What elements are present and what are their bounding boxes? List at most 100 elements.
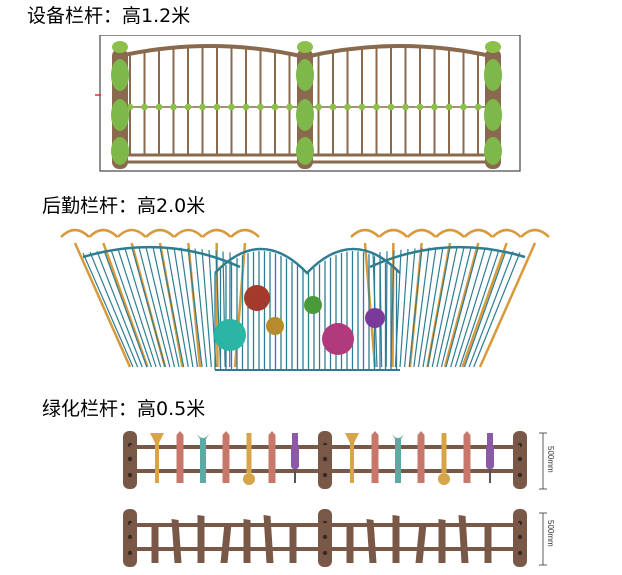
baluster-bead xyxy=(213,103,221,111)
picket xyxy=(220,523,232,563)
dimension-label-lower: 500mm xyxy=(546,520,555,547)
fan-cap xyxy=(378,228,409,238)
tool-spoon-bowl xyxy=(243,473,255,485)
fan-thin-bar xyxy=(82,252,134,368)
fan-thin-bar xyxy=(103,250,148,368)
post-bolt xyxy=(322,534,328,540)
fan-thin-bar xyxy=(445,247,479,368)
green-railing-figure xyxy=(123,431,547,567)
fan-thin-bar xyxy=(399,248,409,368)
fan-bar xyxy=(478,242,537,368)
baluster-bead xyxy=(474,103,482,111)
baluster-bead xyxy=(184,103,192,111)
picket xyxy=(371,431,379,483)
picket xyxy=(289,523,297,563)
baluster-bead xyxy=(257,103,264,111)
baluster-bead xyxy=(126,103,134,111)
baluster-bead xyxy=(228,103,235,111)
picket xyxy=(151,523,159,563)
fan-cap xyxy=(491,228,522,238)
fan-thin-bar xyxy=(413,247,430,368)
post-leaf xyxy=(296,59,314,91)
fan-thin-bar xyxy=(110,249,152,368)
post-leaf xyxy=(484,59,502,91)
fan-cap xyxy=(116,228,147,238)
post-bolt xyxy=(517,472,523,478)
picket xyxy=(346,523,354,563)
post-leaf xyxy=(111,99,129,131)
picket xyxy=(484,523,492,563)
fan-cap xyxy=(230,228,260,238)
picket xyxy=(171,519,182,563)
post-bolt xyxy=(127,534,133,540)
post-leaf xyxy=(111,59,129,91)
tool-spoon-handle xyxy=(441,433,447,473)
fan-cap xyxy=(60,228,90,238)
fan-thin-bar xyxy=(124,248,162,368)
baluster-bead xyxy=(286,103,293,111)
rail xyxy=(130,469,520,473)
post-bolt xyxy=(322,550,328,556)
baluster-bead xyxy=(344,103,351,111)
fan-bar xyxy=(443,242,480,368)
decor-ball xyxy=(322,323,354,355)
fan-cap xyxy=(463,228,494,238)
rail xyxy=(130,547,520,551)
fan-cap xyxy=(145,228,175,238)
tool-brush-tip xyxy=(489,469,491,483)
baluster-bead xyxy=(329,103,337,111)
rail xyxy=(130,523,520,527)
picket xyxy=(392,515,400,563)
tool-spoon-handle xyxy=(246,433,252,473)
baluster-bead xyxy=(387,103,395,111)
fan-thin-bar xyxy=(180,247,199,368)
fan-thin-bar xyxy=(404,248,416,368)
fan-thin-bar xyxy=(408,247,423,368)
post-cap xyxy=(297,41,313,53)
fan-thin-bar xyxy=(131,247,166,368)
tool-brush-head xyxy=(487,433,493,445)
baluster-bead xyxy=(460,103,467,111)
picket xyxy=(268,431,276,483)
fan-thin-bar xyxy=(194,248,208,368)
picket xyxy=(415,523,427,563)
baluster-bead xyxy=(431,103,438,111)
fan-arch xyxy=(82,245,241,269)
post-cap xyxy=(112,41,128,53)
equipment-railing-bars xyxy=(111,41,502,169)
fan-thin-bar xyxy=(417,247,437,368)
fan-thin-bar xyxy=(152,246,180,368)
fan-thin-bar xyxy=(427,246,451,368)
fan-thin-bar xyxy=(463,250,507,368)
picket xyxy=(197,515,205,563)
decor-ball xyxy=(304,296,322,314)
post-bolt xyxy=(322,472,328,478)
tool-brush-grip xyxy=(486,445,494,469)
decor-ball xyxy=(244,285,270,311)
fan-thin-bar xyxy=(473,252,521,368)
picket xyxy=(366,519,377,563)
picket xyxy=(458,515,469,563)
rail xyxy=(130,445,520,449)
tool-screw xyxy=(150,433,164,483)
fan-thin-bar xyxy=(436,247,465,368)
fan-thin-bar xyxy=(138,247,171,368)
picket xyxy=(438,519,446,563)
gate-arch xyxy=(214,247,401,275)
post-bolt xyxy=(322,456,328,462)
fan-cap xyxy=(406,228,437,238)
fan-cap xyxy=(520,228,550,238)
green-railing-lower xyxy=(123,509,527,567)
fan-bar xyxy=(363,242,377,368)
fan-thin-bar xyxy=(145,247,176,368)
post-bolt xyxy=(517,534,523,540)
rear-railing-structure xyxy=(60,228,550,371)
rear-railing-label: 后勤栏杆：高2.0米 xyxy=(42,195,206,217)
picket xyxy=(222,431,230,483)
picket xyxy=(243,519,251,563)
fan-bar xyxy=(461,242,508,368)
fan-cap xyxy=(201,228,232,238)
picket xyxy=(176,431,184,483)
fan-thin-bar xyxy=(459,249,500,368)
tool-brush-grip xyxy=(291,445,299,469)
